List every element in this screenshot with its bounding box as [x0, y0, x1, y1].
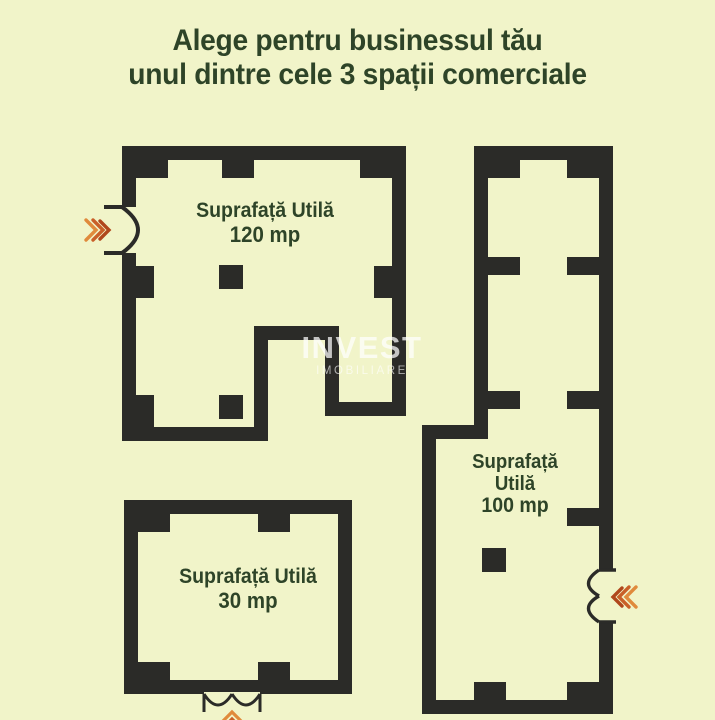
plan-100-group [422, 146, 638, 714]
plan-30-entry-arrow-icon [221, 709, 243, 720]
plan-120-walls [122, 146, 406, 441]
plan-100-area-label: Suprafață Utilă 100 mp [431, 451, 598, 518]
plan-30-label-line2: 30 mp [218, 587, 278, 613]
plan-100-pier-right-lower [567, 508, 599, 526]
plan-30-pier-bottom-right [258, 662, 290, 680]
plan-100-pier-bottom-right [567, 682, 599, 700]
plan-100-pier-left-upper [488, 257, 520, 275]
plan-100-label-line3: 100 mp [481, 494, 549, 518]
plan-100-pier-left-lower [488, 391, 520, 409]
plan-120-pier-left-upper [136, 266, 154, 298]
plan-100-column [482, 548, 506, 572]
plan-100-door-swing-lower [586, 594, 600, 624]
plan-30-pier-bottom-left [138, 662, 170, 680]
plan-100-pier-top-right [567, 160, 599, 178]
plan-100-pier-top-left [488, 160, 520, 178]
plan-30-pier-top-right [258, 514, 290, 532]
plan-120-entry-arrow-icon [84, 218, 112, 242]
plan-120-label-line1: Suprafață Utilă [196, 199, 334, 222]
plan-30-group [124, 500, 352, 720]
plan-120-group [84, 146, 406, 441]
plan-120-door-swing [120, 205, 140, 255]
plan-30-label-line1: Suprafață Utilă [179, 565, 317, 588]
page-title: Alege pentru businessul tău unul dintre … [21, 24, 693, 92]
title-line-2: unul dintre cele 3 spații comerciale [128, 58, 587, 91]
plan-100-walls [422, 146, 613, 714]
plan-100-pier-bottom-left [474, 682, 506, 700]
plan-120-pier-right-upper [374, 266, 392, 298]
plan-120-pier-left-lower [136, 395, 154, 427]
plan-100-door-swing-upper [586, 568, 600, 598]
title-line-1: Alege pentru businessul tău [172, 24, 543, 57]
plan-100-door-opening [599, 570, 615, 622]
plan-100-pier-right-mid [567, 391, 599, 409]
plan-120-column-lower [219, 395, 243, 419]
plan-120-area-label: Suprafață Utilă 120 mp [144, 199, 386, 247]
plan-100-pier-right-upper [567, 257, 599, 275]
plan-120-label-line2: 120 mp [229, 221, 301, 247]
plan-120-column-upper [219, 265, 243, 289]
plan-100-entry-arrow-icon [610, 585, 638, 609]
plan-100-label-line1: Suprafață [472, 451, 558, 473]
plan-120-pier-top-left [136, 160, 168, 178]
plan-120-pier-top-right [360, 160, 392, 178]
plan-30-pier-top-left [138, 514, 170, 532]
plan-120-pier-top-mid [222, 160, 254, 178]
plan-30-area-label: Suprafață Utilă 30 mp [127, 565, 369, 613]
plan-30-door-swing-left [202, 693, 234, 707]
plan-100-label-line2: Utilă [494, 472, 536, 495]
plan-30-door-swing-right [230, 693, 262, 707]
